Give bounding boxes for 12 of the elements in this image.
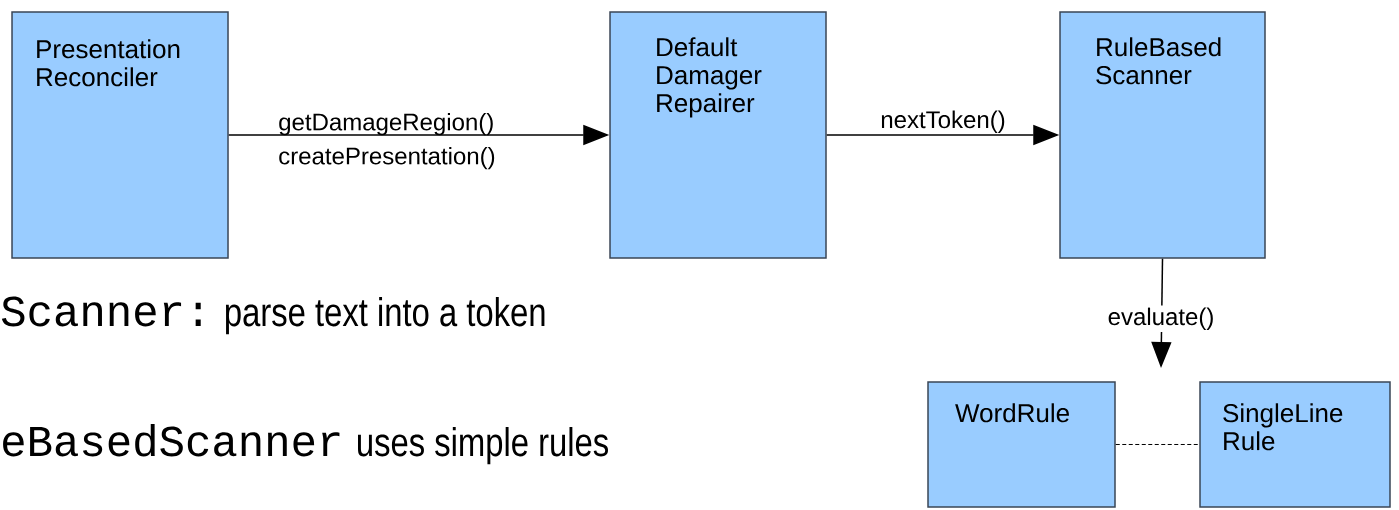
class-box: SingleLine Rule — [1199, 381, 1391, 508]
class-box: WordRule — [927, 381, 1116, 508]
class-box: Default Damager Repairer — [609, 11, 827, 259]
note-text: parse text into a token — [225, 297, 545, 335]
edge-label: nextToken() — [881, 110, 1005, 133]
code-text: eBasedScanner — [3, 424, 340, 457]
note-text: uses simple rules — [358, 427, 608, 465]
edge-label: evaluate() — [1105, 305, 1217, 332]
edge-label: getDamageRegion() createPresentation() — [279, 112, 495, 170]
class-box: RuleBased Scanner — [1059, 11, 1266, 259]
dashed-line — [1115, 444, 1200, 445]
class-box: Presentation Reconciler — [11, 11, 229, 259]
